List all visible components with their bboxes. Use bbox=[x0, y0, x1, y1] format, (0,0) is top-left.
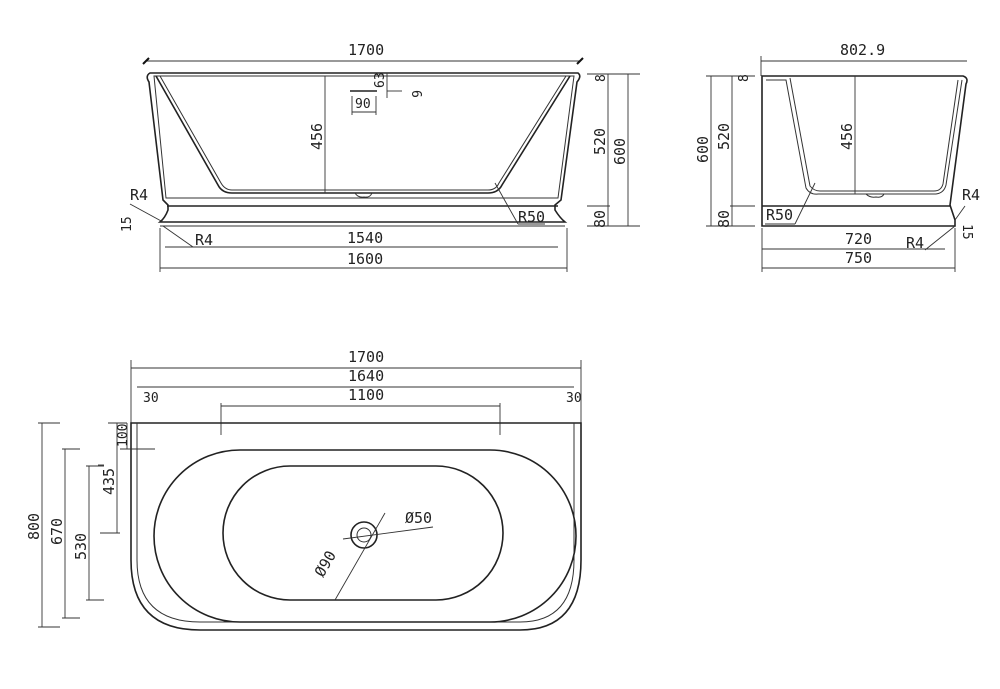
front-radius-top-label: R4 bbox=[130, 186, 148, 204]
side-width-label: 802.9 bbox=[840, 41, 885, 59]
front-base-inner-label: 1540 bbox=[347, 229, 383, 247]
overflow-gap-label: 6 bbox=[408, 90, 423, 98]
top-length-label: 1700 bbox=[348, 348, 384, 366]
front-base-length-label: 1600 bbox=[347, 250, 383, 268]
top-drain-center-label: 435 bbox=[100, 468, 118, 495]
top-width-label: 800 bbox=[25, 513, 43, 540]
drain-outer-label: Ø90 bbox=[311, 548, 340, 580]
side-radius-foot-bottom-label: R4 bbox=[906, 234, 924, 252]
side-base-width-label: 750 bbox=[845, 249, 872, 267]
top-wall-left-label: 30 bbox=[143, 391, 159, 406]
side-depth-label: 456 bbox=[838, 123, 856, 150]
drain-inner-label: Ø50 bbox=[405, 509, 432, 527]
side-rim-thickness-label: 8 bbox=[737, 74, 752, 82]
overflow-width-label: 90 bbox=[355, 97, 371, 112]
side-foot-offset-label: 15 bbox=[959, 224, 974, 240]
side-plinth-height-label: 80 bbox=[715, 210, 733, 228]
front-rim-thickness-label: 8 bbox=[594, 74, 609, 82]
top-wall-right-label: 30 bbox=[566, 391, 582, 406]
side-rim-height-label: 520 bbox=[715, 123, 733, 150]
front-radius-inner-label: R50 bbox=[518, 208, 545, 226]
side-radius-foot-top-label: R4 bbox=[962, 186, 980, 204]
top-floor-width-label: 530 bbox=[72, 533, 90, 560]
top-flat-length-label: 1100 bbox=[348, 386, 384, 404]
front-view: 1700 456 63 6 90 520 600 80 8 bbox=[120, 41, 640, 272]
side-total-height-label: 600 bbox=[694, 136, 712, 163]
top-inner-length-label: 1640 bbox=[348, 367, 384, 385]
front-plinth-height-label: 80 bbox=[591, 210, 609, 228]
top-view: 1700 1640 1100 30 30 Ø50 Ø90 800 670 bbox=[25, 348, 582, 631]
front-plinth-offset-label: 15 bbox=[120, 216, 135, 232]
front-total-height-label: 600 bbox=[611, 138, 629, 165]
top-back-offset-label: 100 bbox=[116, 424, 131, 447]
side-radius-inner-label: R50 bbox=[766, 206, 793, 224]
front-rim-height-label: 520 bbox=[591, 128, 609, 155]
front-length-label: 1700 bbox=[348, 41, 384, 59]
top-bowl-width-label: 670 bbox=[48, 518, 66, 545]
overflow-offset-label: 63 bbox=[373, 72, 388, 88]
side-base-inner-label: 720 bbox=[845, 230, 872, 248]
side-view: 802.9 456 600 520 80 8 R50 R4 R4 15 720 … bbox=[694, 41, 980, 272]
front-radius-bottom-label: R4 bbox=[195, 231, 213, 249]
front-depth-label: 456 bbox=[308, 123, 326, 150]
